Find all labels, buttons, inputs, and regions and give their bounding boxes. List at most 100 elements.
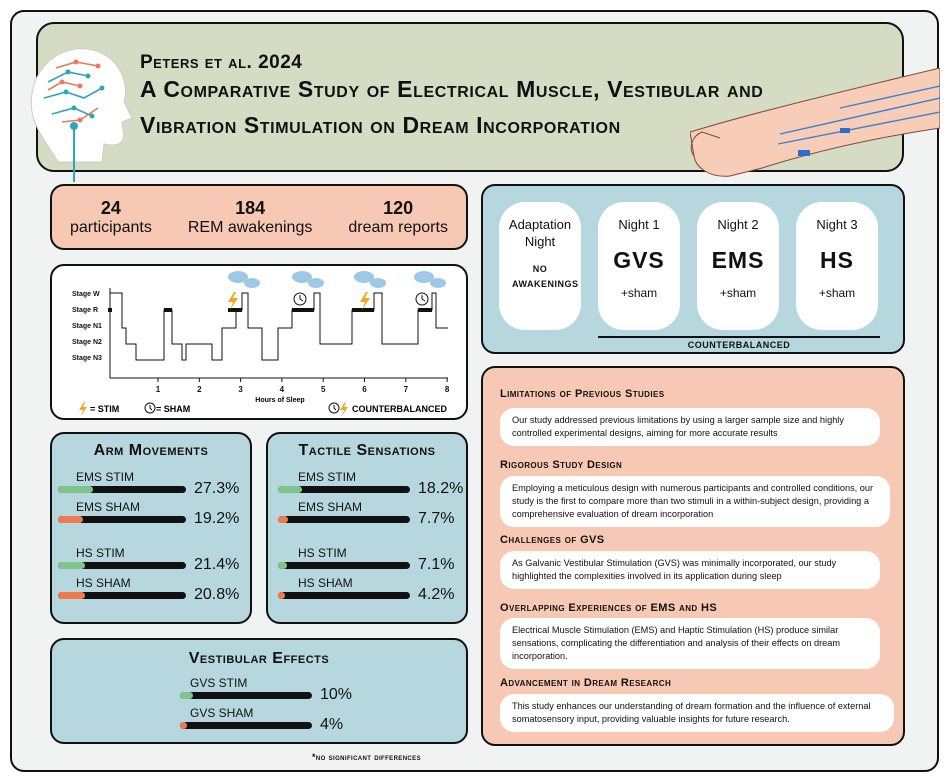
arm-electrodes-illustration <box>690 68 940 177</box>
bar-track <box>278 486 410 493</box>
stat-label: dream reports <box>348 218 448 236</box>
finding-text: As Galvanic Vestibular Stimulation (GVS)… <box>500 551 880 589</box>
finding-heading: Rigorous Study Design <box>500 459 623 471</box>
panel-title: Arm Movements <box>93 442 209 459</box>
bar-track <box>180 692 312 699</box>
night-sub: +sham <box>719 286 757 300</box>
sham-bar-fill <box>278 592 285 599</box>
x-tick-label: 1 <box>156 385 161 394</box>
bar-label: EMS SHAM <box>76 500 141 514</box>
bolt-icon <box>228 292 238 310</box>
bar-track <box>58 562 186 569</box>
panel-title: Tactile Sensations <box>298 442 436 459</box>
counterbalanced-bracket <box>598 336 880 338</box>
sham-bar-fill <box>180 722 187 729</box>
clock-icon <box>415 292 429 306</box>
bar-value: 10% <box>320 686 353 703</box>
bar-label: EMS STIM <box>298 470 357 484</box>
x-tick-label: 6 <box>362 385 367 394</box>
legend-stim: = STIM <box>90 404 119 414</box>
sham-bar-fill <box>278 516 289 523</box>
finding-text: Electrical Muscle Stimulation (EMS) and … <box>500 618 880 669</box>
bar-value: 18.2% <box>418 480 464 497</box>
bar-value: 4% <box>320 716 344 733</box>
bar-value: 19.2% <box>194 510 240 527</box>
bar-track <box>278 592 410 599</box>
sham-bar-fill <box>58 516 83 523</box>
stim-bar-fill <box>278 562 288 569</box>
x-tick-label: 5 <box>321 385 326 394</box>
panel-title: Vestibular Effects <box>188 650 330 667</box>
bar-label: HS SHAM <box>76 576 131 590</box>
brain-head-illustration <box>30 48 133 182</box>
night-card-2: Night 2 EMS +sham <box>697 202 779 330</box>
stat-value: 24 <box>100 197 121 218</box>
legend-counterbalanced: COUNTERBALANCED <box>352 404 447 414</box>
stat-value: 120 <box>383 197 414 218</box>
legend-clock-icon <box>144 402 156 414</box>
clock-icon <box>293 292 307 306</box>
author-line: Peters et al. 2024 <box>140 52 303 73</box>
bar-value: 4.2% <box>418 586 455 603</box>
bar-track <box>58 592 186 599</box>
night-card-1: Night 1 GVS +sham <box>598 202 680 330</box>
hypnogram-chart: Stage W Stage R Stage N1 Stage N2 Stage … <box>72 271 450 416</box>
nights-panel: Adaptation Night NO AWAKENINGS Night 1 G… <box>481 184 905 354</box>
x-tick-label: 2 <box>197 385 202 394</box>
bar-track <box>278 562 410 569</box>
night-card-adaptation: Adaptation Night NO AWAKENINGS <box>499 202 581 330</box>
stat-participants: 24 participants <box>70 198 152 237</box>
bar-label: HS SHAM <box>298 576 353 590</box>
bar-value: 21.4% <box>194 556 240 573</box>
legend-clock-icon <box>328 402 340 414</box>
stim-bar-fill <box>278 486 303 493</box>
x-tick-label: 7 <box>404 385 409 394</box>
finding-heading: Advancement in Dream Research <box>500 677 672 689</box>
night-title: Adaptation Night <box>508 217 572 249</box>
bar-value: 7.7% <box>418 510 455 527</box>
x-tick-label: 4 <box>280 385 285 394</box>
bar-label: HS STIM <box>76 546 125 560</box>
footnote: *no significant differences <box>312 752 421 762</box>
bar-track <box>278 516 410 523</box>
legend-bolt-icon <box>340 402 348 416</box>
vestibular-effects-panel: Vestibular Effects GVS STIM 10% GVS SHAM 4% <box>50 638 468 744</box>
finding-heading: Challenges of GVS <box>500 534 605 546</box>
stage-label: Stage N2 <box>72 339 102 346</box>
night-sub: +sham <box>818 286 856 300</box>
bar-value: 27.3% <box>194 480 240 497</box>
bar-value: 7.1% <box>418 556 455 573</box>
bar-label: GVS SHAM <box>190 706 254 720</box>
finding-heading: Limitations of Previous Studies <box>500 388 665 400</box>
bar-track <box>180 722 312 729</box>
title-line-2: Vibration Stimulation on Dream Incorpora… <box>140 112 621 138</box>
x-axis-label: Hours of Sleep <box>255 397 304 404</box>
finding-text: Our study addressed previous limitations… <box>500 408 880 446</box>
hypnogram-panel: Stage W Stage R Stage N1 Stage N2 Stage … <box>50 264 468 420</box>
x-tick-label: 3 <box>238 385 243 394</box>
stats-banner: 24 participants 184 REM awakenings 120 d… <box>50 184 468 250</box>
bolt-icon <box>360 292 370 310</box>
night-title: Night 3 <box>816 217 858 232</box>
counterbalanced-label: COUNTERBALANCED <box>687 340 791 350</box>
finding-heading: Overlapping Experiences of EMS and HS <box>500 602 718 614</box>
finding-text: This study enhances our understanding of… <box>500 694 894 732</box>
title-line-1: A Comparative Study of Electrical Muscle… <box>140 76 764 102</box>
finding-text: Employing a meticulous design with numer… <box>500 476 890 527</box>
stage-label: Stage R <box>72 307 98 314</box>
stat-label: participants <box>70 218 152 236</box>
x-tick-label: 8 <box>445 385 450 394</box>
sham-bar-fill <box>58 592 85 599</box>
bar-label: GVS STIM <box>190 676 248 690</box>
night-stimulus: GVS <box>613 247 665 273</box>
stage-label: Stage N1 <box>72 323 102 330</box>
stat-reports: 120 dream reports <box>348 198 448 237</box>
stat-label: REM awakenings <box>187 218 313 236</box>
night-sub: +sham <box>620 286 658 300</box>
stat-value: 184 <box>235 197 266 218</box>
stage-label: Stage N3 <box>72 355 102 362</box>
night-card-3: Night 3 HS +sham <box>796 202 878 330</box>
stim-bar-fill <box>58 486 93 493</box>
